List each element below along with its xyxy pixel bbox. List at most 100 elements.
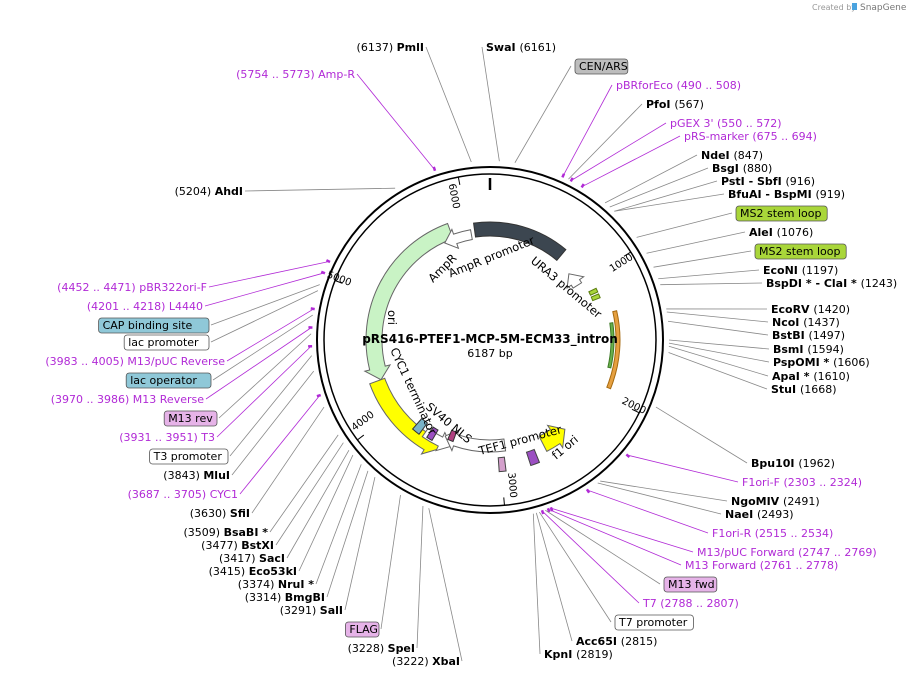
label-econi[interactable]: EcoNI (1197) bbox=[763, 264, 838, 277]
label-bsgi[interactable]: BsgI (880) bbox=[712, 162, 772, 175]
label-column: (6137) PmlI (5754 .. 5773) Amp-R (5204) Ah… bbox=[45, 41, 897, 668]
ms2-stem-loop-mark bbox=[588, 287, 599, 296]
label-name: M13 rev bbox=[168, 412, 213, 425]
ms2-stem-loop-mark bbox=[590, 293, 601, 302]
f1-ori-arrow bbox=[538, 424, 566, 453]
connector-line bbox=[416, 505, 424, 649]
scale-tick-label: 3000 bbox=[505, 472, 518, 498]
label-f1ori-r[interactable]: F1ori-R (2515 .. 2534) bbox=[712, 527, 833, 540]
label-ngomiv[interactable]: NgoMIV (2491) bbox=[731, 495, 820, 508]
label-t3[interactable]: (3931 .. 3951) T3 bbox=[119, 431, 215, 444]
label-flag[interactable]: FLAG bbox=[344, 621, 380, 638]
label-l4440[interactable]: (4201 .. 4218) L4440 bbox=[87, 300, 203, 313]
label-text: Bpu10I (1962) bbox=[751, 457, 835, 470]
connector-line bbox=[298, 454, 354, 572]
scale-tick bbox=[631, 408, 640, 414]
connector-line bbox=[668, 345, 769, 377]
connector-line bbox=[532, 513, 541, 655]
label-m13-puc-reverse[interactable]: (3983 .. 4005) M13/pUC Reverse bbox=[45, 355, 225, 368]
connector-line bbox=[614, 180, 718, 212]
label-pbrforeco[interactable]: pBRforEco (490 .. 508) bbox=[616, 79, 741, 92]
label-m13-rev[interactable]: M13 rev bbox=[163, 410, 218, 427]
label-text: (5204) AhdI bbox=[175, 185, 243, 198]
label-m13-forward[interactable]: M13 Forward (2761 .. 2778) bbox=[685, 559, 838, 572]
label-text: BsgI (880) bbox=[712, 162, 772, 175]
label-pmli[interactable]: (6137) PmlI bbox=[357, 41, 424, 54]
label-bspdi-clai[interactable]: BspDI * - ClaI * (1243) bbox=[766, 277, 897, 290]
scale-tick-label: 2000 bbox=[620, 396, 648, 417]
label-pfoi[interactable]: PfoI (567) bbox=[646, 98, 704, 111]
label-mlui[interactable]: (3843) MluI bbox=[163, 469, 230, 482]
label-bfuai-bspmi[interactable]: BfuAI - BspMI (919) bbox=[728, 188, 845, 201]
label-name: T7 promoter bbox=[618, 616, 688, 629]
label-bmgbi[interactable]: (3314) BmgBI bbox=[245, 591, 325, 604]
label-t3-promoter[interactable]: T3 promoter bbox=[149, 448, 229, 465]
label-prs-marker[interactable]: pRS-marker (675 .. 694) bbox=[684, 130, 817, 143]
label-pspomi[interactable]: PspOMI * (1606) bbox=[773, 356, 870, 369]
label-eco53ki[interactable]: (3415) Eco53kI bbox=[209, 565, 297, 578]
label-spei[interactable]: (3228) SpeI bbox=[348, 642, 415, 655]
label-m13-reverse[interactable]: (3970 .. 3986) M13 Reverse bbox=[51, 393, 204, 406]
label-text: (3291) SalI bbox=[280, 604, 343, 617]
label-ms2-stem-loop[interactable]: MS2 stem loop bbox=[735, 205, 828, 222]
label-kpni[interactable]: KpnI (2819) bbox=[544, 648, 613, 661]
label-bsabi[interactable]: (3509) BsaBI * bbox=[184, 526, 269, 539]
label-name: lac promoter bbox=[128, 336, 199, 349]
label-text: (3314) BmgBI bbox=[245, 591, 325, 604]
label-ms2-stem-loop[interactable]: MS2 stem loop bbox=[754, 243, 847, 260]
label-pbr322ori-f[interactable]: (4452 .. 4471) pBR322ori-F bbox=[57, 281, 207, 294]
label-lac-operator[interactable]: lac operator bbox=[125, 372, 212, 389]
label-text: BsmI (1594) bbox=[773, 343, 844, 356]
label-ahdi[interactable]: (5204) AhdI bbox=[175, 185, 243, 198]
label-psti-sbfi[interactable]: PstI - SbfI (916) bbox=[721, 175, 815, 188]
label-saci[interactable]: (3417) SacI bbox=[219, 552, 285, 565]
connector-line bbox=[269, 434, 339, 533]
connector-line bbox=[597, 482, 722, 515]
scale-tick-label: 6000 bbox=[446, 183, 462, 210]
label-bstxi[interactable]: (3477) BstXI bbox=[201, 539, 274, 552]
orange-feature bbox=[606, 310, 621, 390]
label-sali[interactable]: (3291) SalI bbox=[280, 604, 343, 617]
label-ecorv[interactable]: EcoRV (1420) bbox=[771, 303, 850, 316]
label-apai[interactable]: ApaI * (1610) bbox=[772, 370, 850, 383]
label-sfii[interactable]: (3630) SfiI bbox=[190, 507, 250, 520]
feature-arrows bbox=[363, 221, 621, 473]
label-cap-binding-site[interactable]: CAP binding site bbox=[98, 317, 210, 334]
label-box bbox=[663, 576, 718, 593]
label-stui[interactable]: StuI (1668) bbox=[771, 383, 837, 396]
label-text: F1ori-R (2515 .. 2534) bbox=[712, 527, 833, 540]
label-t7[interactable]: T7 (2788 .. 2807) bbox=[642, 597, 739, 610]
label-bstbi[interactable]: BstBI (1497) bbox=[772, 329, 845, 342]
label-f1ori-f[interactable]: F1ori-F (2303 .. 2324) bbox=[742, 476, 862, 489]
label-amp-r[interactable]: (5754 .. 5773) Amp-R bbox=[236, 68, 355, 81]
connector-line bbox=[568, 103, 643, 180]
connector-line bbox=[587, 489, 709, 534]
connector-line bbox=[668, 339, 770, 350]
label-ndei[interactable]: NdeI (847) bbox=[701, 149, 763, 162]
label-bpu10i[interactable]: Bpu10I (1962) bbox=[751, 457, 835, 470]
label-connectors bbox=[204, 46, 770, 662]
label-name: lac operator bbox=[130, 374, 197, 387]
primer-mark bbox=[540, 509, 545, 515]
connector-line bbox=[425, 46, 472, 163]
label-swai[interactable]: SwaI (6161) bbox=[486, 41, 556, 54]
label-bsmi[interactable]: BsmI (1594) bbox=[773, 343, 844, 356]
label-naei[interactable]: NaeI (2493) bbox=[725, 508, 794, 521]
label-lac-promoter[interactable]: lac promoter bbox=[123, 334, 210, 351]
label-ncoi[interactable]: NcoI (1437) bbox=[772, 316, 840, 329]
label-cen-ars[interactable]: CEN/ARS bbox=[574, 58, 629, 75]
m13-rev-mark bbox=[426, 426, 439, 442]
label-pgex-3[interactable]: pGEX 3' (550 .. 572) bbox=[670, 117, 782, 130]
label-acc65i[interactable]: Acc65I (2815) bbox=[576, 635, 657, 648]
connector-line bbox=[571, 122, 667, 181]
label-xbai[interactable]: (3222) XbaI bbox=[392, 655, 460, 668]
label-nrui[interactable]: (3374) NruI * bbox=[238, 578, 314, 591]
label-alei[interactable]: AleI (1076) bbox=[749, 226, 813, 239]
label-m13-puc-forward[interactable]: M13/pUC Forward (2747 .. 2769) bbox=[697, 546, 877, 559]
label-cyc1[interactable]: (3687 .. 3705) CYC1 bbox=[128, 488, 238, 501]
connector-line bbox=[428, 508, 463, 662]
label-m13-fwd[interactable]: M13 fwd bbox=[663, 576, 718, 593]
cen-ars-feature bbox=[473, 221, 567, 262]
label-t7-promoter[interactable]: T7 promoter bbox=[614, 614, 694, 631]
